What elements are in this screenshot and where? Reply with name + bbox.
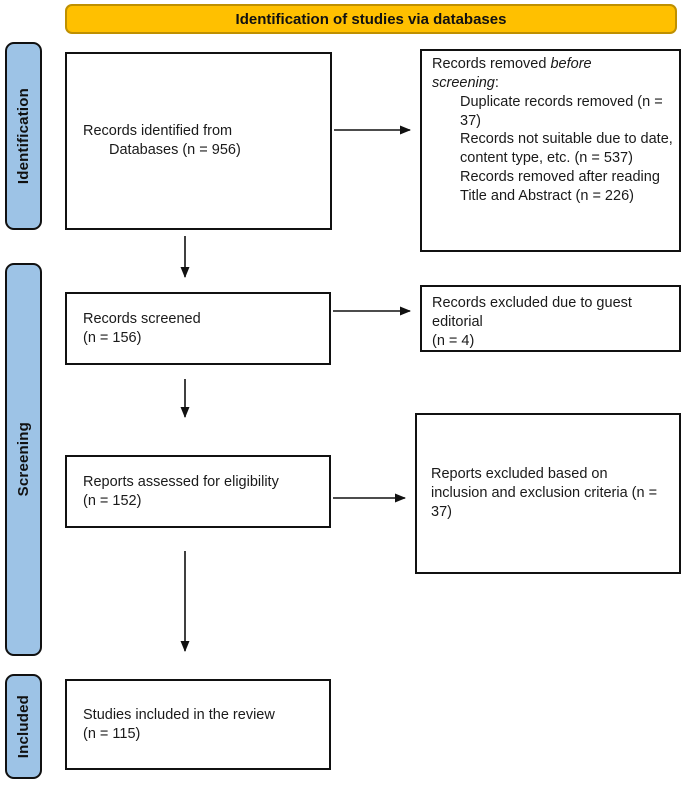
stage-label-included: Included [15, 694, 32, 759]
records-screened-line1: Records screened [83, 310, 201, 327]
records-screened-line2: (n = 156) [83, 329, 142, 346]
box-reports-excluded-criteria: Reports excluded based on inclusion and … [415, 413, 681, 574]
diagram-title-banner: Identification of studies via databases [65, 4, 677, 34]
records-removed-intro-suffix: : [494, 74, 499, 91]
studies-included-line1: Studies included in the review [83, 706, 275, 723]
records-excluded-guest-line1: Records excluded due to guest editorial [432, 295, 632, 330]
records-removed-item-not-suitable: Records not suitable due to date, conten… [460, 131, 673, 167]
box-records-screened: Records screened (n = 156) [65, 292, 331, 365]
stage-label-identification: Identification [15, 87, 32, 185]
box-records-removed: Records removed before screening: Duplic… [420, 49, 681, 252]
records-removed-item-duplicates: Duplicate records removed (n = 37) [460, 93, 663, 129]
stage-bar-identification: Identification [5, 42, 42, 230]
records-removed-intro: Records removed before screening: [432, 55, 673, 93]
records-removed-intro-regular: Records removed [432, 56, 551, 72]
box-records-excluded-guest: Records excluded due to guest editorial … [420, 285, 681, 352]
records-removed-intro-italic1: before [550, 56, 592, 72]
records-removed-item-title-abstract: Records removed after reading Title and … [460, 169, 660, 204]
reports-assessed-line1: Reports assessed for eligibility [83, 473, 279, 490]
stage-bar-screening: Screening [5, 263, 42, 656]
reports-assessed-line2: (n = 152) [83, 492, 142, 509]
records-identified-line2: Databases (n = 956) [109, 142, 241, 158]
box-studies-included: Studies included in the review (n = 115) [65, 679, 331, 770]
stage-label-screening: Screening [15, 422, 32, 497]
diagram-title: Identification of studies via databases [235, 10, 507, 28]
records-removed-intro-italic2: screening [432, 74, 495, 91]
records-identified-line1: Records identified from [83, 123, 233, 140]
records-excluded-guest-line2: (n = 4) [432, 332, 475, 349]
stage-bar-included: Included [5, 674, 42, 779]
reports-excluded-criteria-line1: Reports excluded based on inclusion and … [431, 466, 658, 520]
studies-included-line2: (n = 115) [83, 725, 141, 742]
box-reports-assessed: Reports assessed for eligibility (n = 15… [65, 455, 331, 528]
box-records-identified: Records identified from Databases (n = 9… [65, 52, 332, 230]
